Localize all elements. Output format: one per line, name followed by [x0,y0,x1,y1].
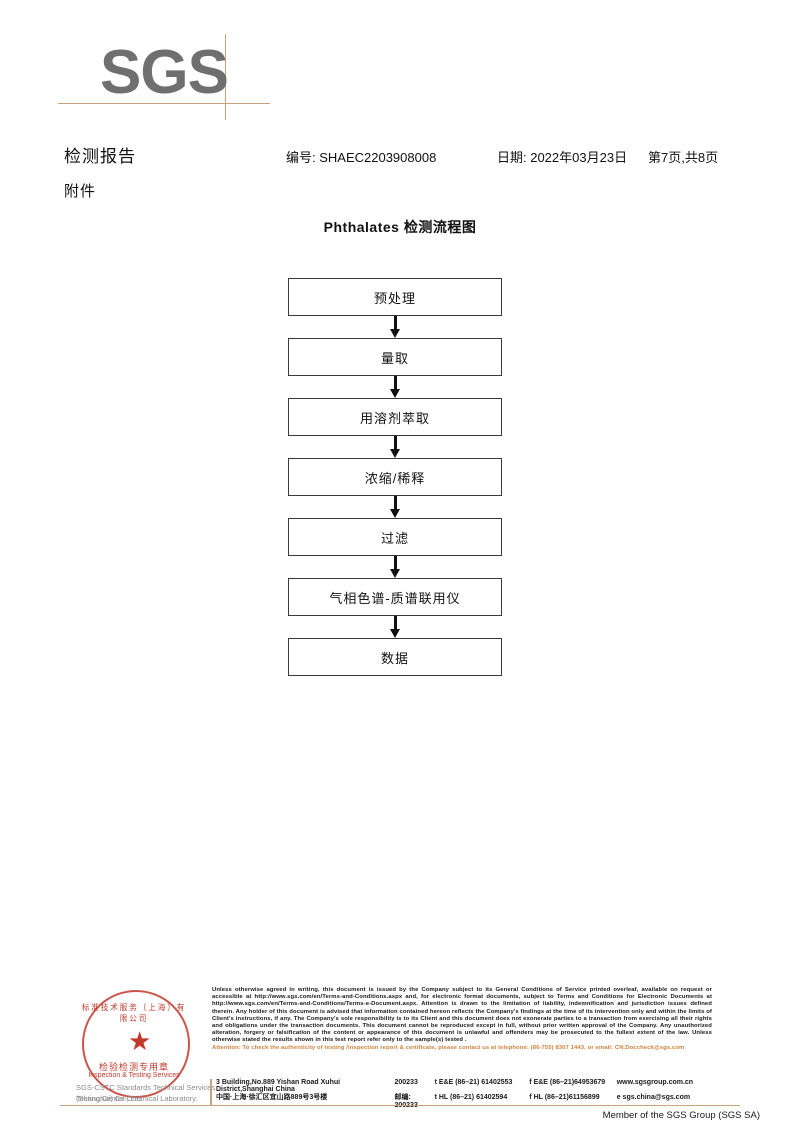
email[interactable]: e sgs.china@sgs.com [616,1094,691,1101]
flow-node-3: 用溶剂萃取 [288,398,502,436]
postcode-cn: 邮编: 200233 [394,1094,418,1109]
footer-disclaimer: Unless otherwise agreed in writing, this… [212,987,712,1052]
seal-overlay-line-1: SGS-CSTC Standards Technical Services (S… [76,1083,216,1103]
attention-notice: Attention: To check the authenticity of … [212,1045,685,1052]
seal-arc-text: 标准技术服务（上海）有限公司 [81,1003,187,1023]
flow-node-6: 气相色谱-质谱联用仪 [288,578,502,616]
flow-node-4: 浓缩/稀释 [288,458,502,496]
footer-divider [60,1105,740,1106]
website[interactable]: www.sgsgroup.com.cn [616,1079,694,1086]
seal-chinese-text: 检验检测专用章 [98,1062,169,1072]
telephone-hl: t HL (86–21) 61402594 [434,1094,508,1101]
address-cn: 中国·上海·徐汇区宜山路889号3号楼 [216,1094,328,1101]
flow-node-2: 量取 [288,338,502,376]
member-notice: Member of the SGS Group (SGS SA) [602,1110,760,1121]
page-indicator: 第7页,共8页 [648,150,719,165]
address-row: 3 Building,No.889 Yishan Road Xuhui Dist… [216,1079,726,1093]
attachment-label: 附件 [64,183,97,200]
seal-overlay-line-2: Testing Center-Chemical Laboratory. [76,1094,198,1103]
official-seal-stamp: 标准技术服务（上海）有限公司 ★ 检验检测专用章 Inspection & Te… [76,986,215,1104]
logo-vertical-rule [225,34,226,120]
flow-arrow-4 [288,496,502,518]
address-en: 3 Building,No.889 Yishan Road Xuhui Dist… [216,1079,341,1093]
flowchart: 预处理 量取 用溶剂萃取 浓缩/稀释 过滤 气相色谱-质谱联用仪 数据 [288,278,502,676]
star-icon: ★ [128,1026,152,1056]
logo-horizontal-rule [58,103,270,104]
seal-english-text: Inspection & Testing Services [88,1072,180,1079]
flow-node-1: 预处理 [288,278,502,316]
report-date: 日期: 2022年03月23日 [497,150,628,165]
footer-address-block: 3 Building,No.889 Yishan Road Xuhui Dist… [210,1079,726,1109]
flow-arrow-5 [288,556,502,578]
report-number: 编号: SHAEC2203908008 [286,150,437,165]
logo-wordmark: SGS [100,38,229,107]
flow-node-7: 数据 [288,638,502,676]
postcode-en: 200233 [394,1079,418,1086]
flow-arrow-2 [288,376,502,398]
sgs-logo: SGS [58,34,295,124]
flowchart-title: Phthalates 检测流程图 [323,219,477,235]
flow-arrow-6 [288,616,502,638]
fax-ee: f E&E (86–21)64953679 [529,1079,606,1086]
flow-arrow-1 [288,316,502,338]
address-row: 中国·上海·徐汇区宜山路889号3号楼 邮编: 200233 t HL (86–… [216,1092,726,1109]
fax-hl: f HL (86–21)61156899 [529,1094,600,1101]
page-title: 检测报告 [64,147,136,166]
flow-node-5: 过滤 [288,518,502,556]
disclaimer-text: Unless otherwise agreed in writing, this… [212,987,712,1044]
flow-arrow-3 [288,436,502,458]
telephone-ee: t E&E (86–21) 61402553 [434,1079,513,1086]
seal-ring [82,990,190,1098]
